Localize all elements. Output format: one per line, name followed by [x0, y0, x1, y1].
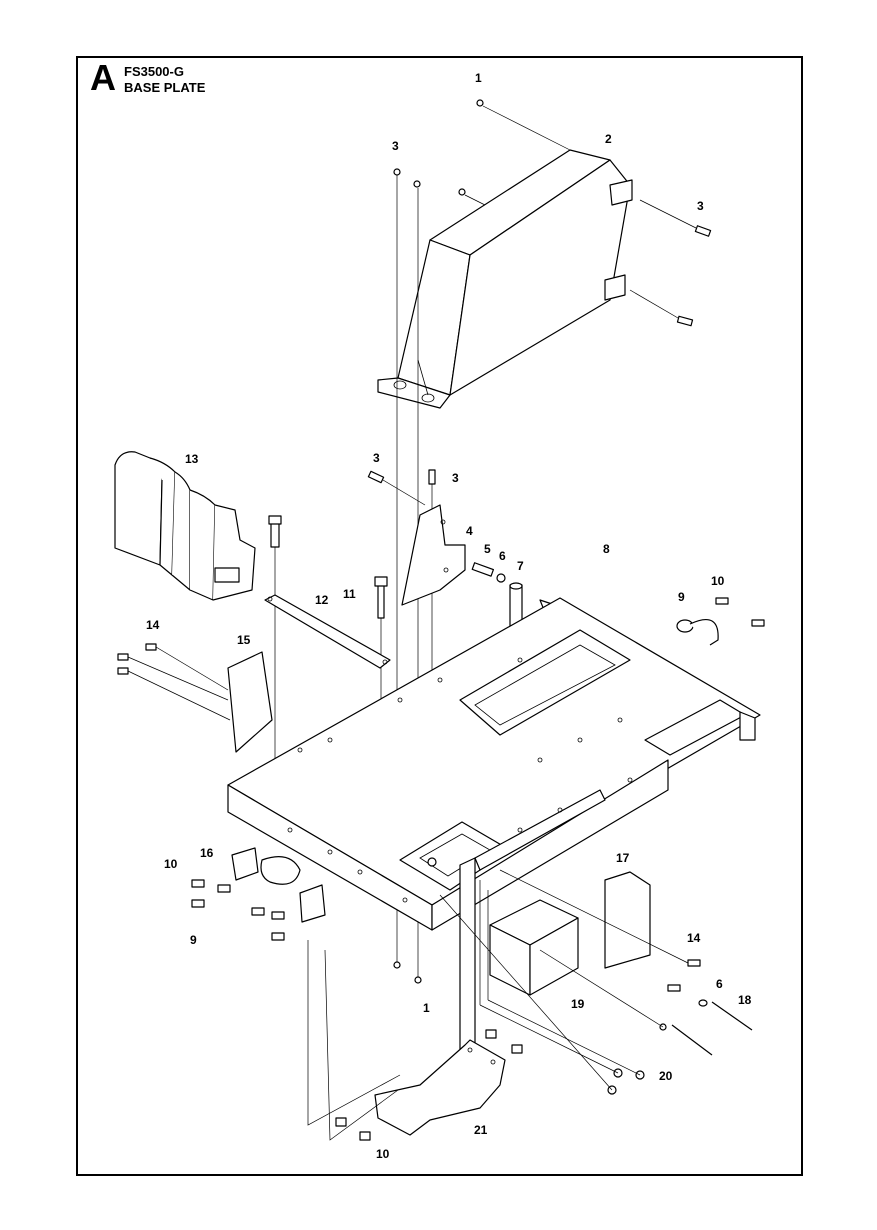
callout-4: 4 [466, 524, 473, 538]
callout-20: 20 [659, 1069, 673, 1083]
rear-fasteners [439, 880, 753, 1095]
callout-9: 9 [678, 590, 685, 604]
callout-10: 10 [376, 1147, 390, 1161]
callout-17: 17 [616, 851, 630, 865]
section-letter: A [90, 57, 116, 98]
battery [489, 899, 579, 996]
diagram-frame [76, 56, 803, 1176]
callout-7: 7 [517, 559, 524, 573]
shackle-upper [676, 597, 765, 646]
side-plate-right [499, 869, 701, 992]
callout-2: 2 [605, 132, 612, 146]
callout-6: 6 [716, 977, 723, 991]
mounting-bracket [367, 469, 466, 606]
callout-3: 3 [697, 199, 704, 213]
callout-labels: 1 2 3 3 3 3 3 4 5 6 7 8 9 10 11 12 13 14… [146, 71, 752, 1161]
callout-1: 1 [423, 1001, 430, 1015]
callout-6: 6 [499, 549, 506, 563]
callout-12: 12 [315, 593, 329, 607]
front-weight [114, 451, 256, 601]
callout-8: 8 [603, 542, 610, 556]
callout-10: 10 [711, 574, 725, 588]
callout-3: 3 [452, 471, 459, 485]
callout-15: 15 [237, 633, 251, 647]
support-bar [264, 515, 391, 669]
side-plate-left [117, 643, 273, 753]
cover-bolts [393, 99, 712, 327]
shackle-lower [191, 847, 326, 941]
callout-18: 18 [738, 993, 752, 1007]
model-title: FS3500-G [124, 64, 184, 79]
lower-bracket [307, 940, 523, 1141]
callout-21: 21 [474, 1123, 488, 1137]
callout-19: 19 [571, 997, 585, 1011]
callout-1: 1 [475, 71, 482, 85]
bottom-nuts [393, 961, 422, 984]
callout-14: 14 [146, 618, 160, 632]
callout-9: 9 [190, 933, 197, 947]
callout-10: 10 [164, 857, 178, 871]
callout-3: 3 [373, 451, 380, 465]
callout-3: 3 [392, 139, 399, 153]
callout-5: 5 [484, 542, 491, 556]
callout-11: 11 [343, 587, 356, 601]
callout-16: 16 [200, 846, 214, 860]
assembly-title: BASE PLATE [124, 80, 206, 95]
base-plate [227, 597, 761, 1081]
callout-13: 13 [185, 452, 199, 466]
battery-cover [377, 149, 633, 409]
callout-14: 14 [687, 931, 701, 945]
